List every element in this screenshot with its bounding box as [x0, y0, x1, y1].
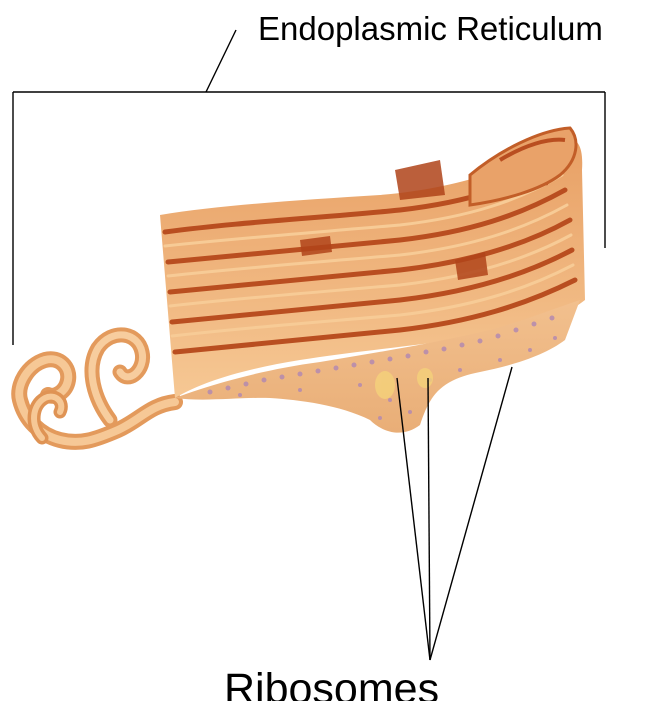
rough-er [160, 128, 585, 433]
label-ribosomes: Ribosomes [224, 668, 439, 701]
er-leader-line [206, 30, 236, 92]
ribosome-leader-3 [430, 367, 512, 660]
label-endoplasmic-reticulum: Endoplasmic Reticulum [258, 12, 603, 45]
ribosome-leader-2 [428, 378, 430, 660]
smooth-er [19, 335, 175, 442]
